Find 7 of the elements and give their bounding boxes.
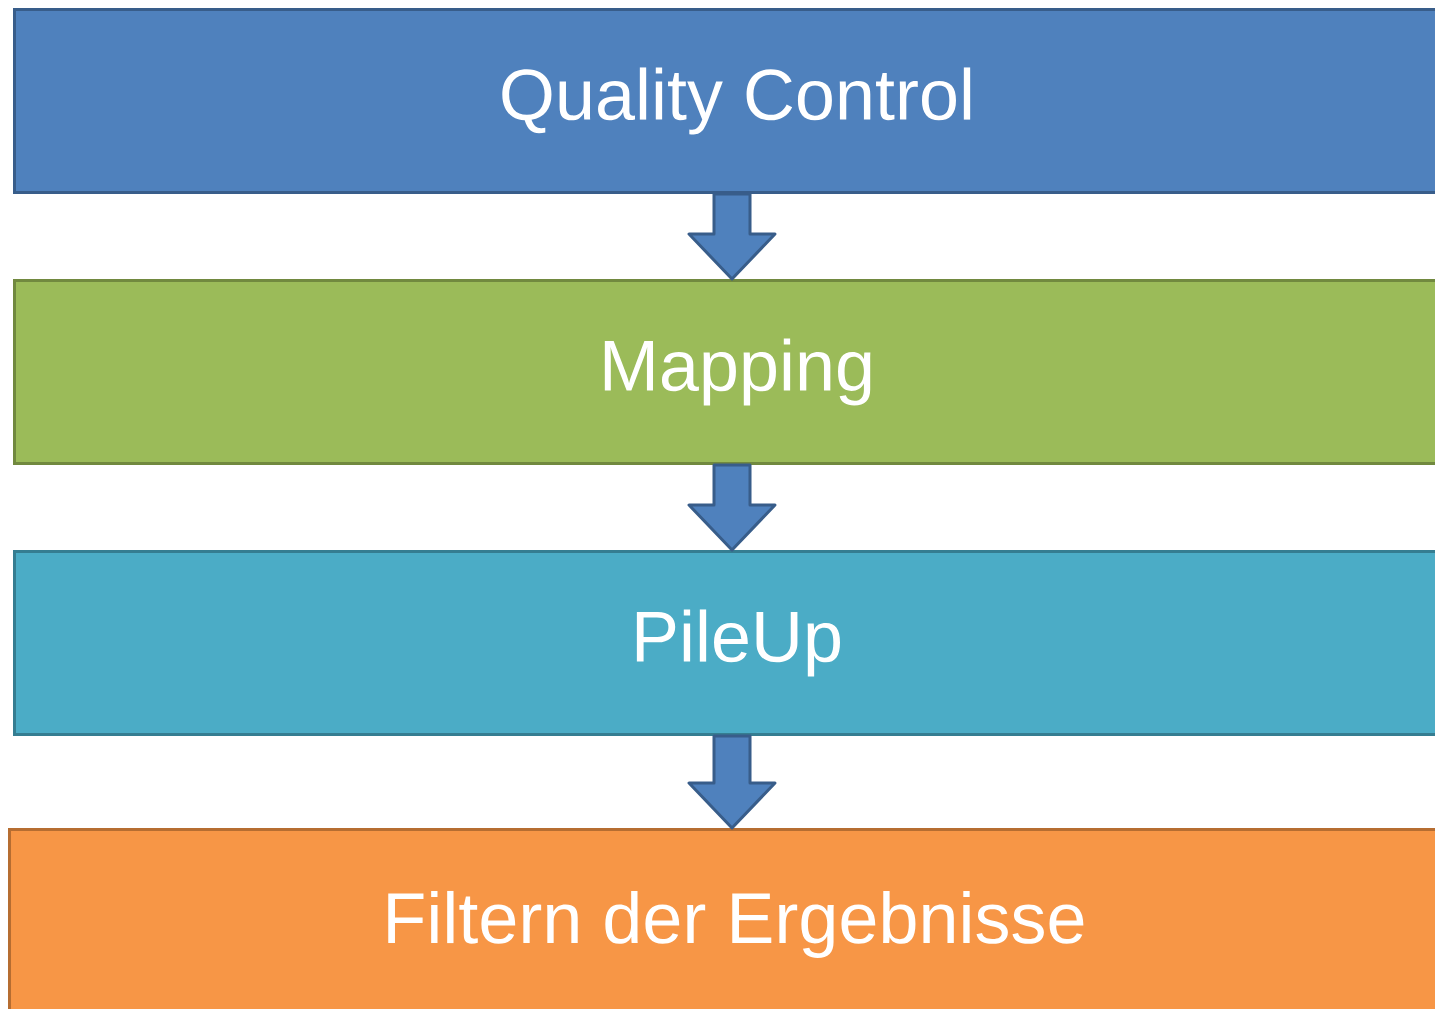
process-box: PileUp bbox=[13, 550, 1435, 736]
block-arrow bbox=[687, 192, 777, 281]
process-box: Filtern der Ergebnisse bbox=[8, 828, 1435, 1009]
process-box: Quality Control bbox=[13, 8, 1435, 194]
block-arrow bbox=[687, 734, 777, 830]
process-box: Mapping bbox=[13, 279, 1435, 465]
block-arrow bbox=[687, 463, 777, 552]
